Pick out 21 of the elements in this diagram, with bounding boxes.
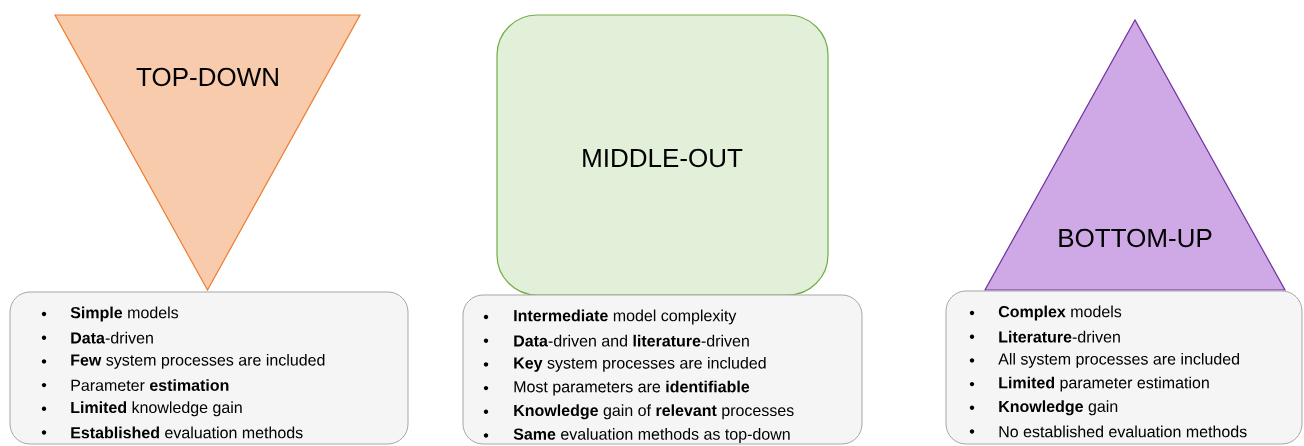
bullet-item: Most parameters are identifiable bbox=[514, 380, 750, 396]
bullet-item: Data-driven and literature-driven bbox=[514, 334, 749, 347]
bullet-item: Limited parameter estimation bbox=[999, 376, 1209, 392]
bullet-item: Key system processes are included bbox=[514, 356, 766, 372]
shape-label: TOP-DOWN bbox=[136, 67, 278, 87]
bullet-item: Simple models bbox=[70, 306, 179, 322]
shape-label: BOTTOM-UP bbox=[1059, 228, 1212, 248]
bullet-item: Data-driven bbox=[71, 331, 153, 344]
bullet-item: Established evaluation methods bbox=[71, 426, 303, 439]
bullet-item: Same evaluation methods as top-down bbox=[513, 428, 790, 443]
bullet-item: Knowledge gain of relevant processes bbox=[514, 404, 794, 420]
shape-label: MIDDLE-OUT bbox=[583, 148, 743, 168]
bullet-item: Literature-driven bbox=[999, 330, 1120, 343]
bullet-item: Few system processes are included bbox=[71, 353, 325, 369]
bullet-item: Intermediate model complexity bbox=[514, 309, 737, 325]
bullet-item: No established evaluation methods bbox=[999, 425, 1247, 438]
bullet-item: Knowledge gain bbox=[999, 400, 1118, 416]
bullet-item: Limited knowledge gain bbox=[71, 401, 242, 417]
bullet-item: Complex models bbox=[998, 305, 1122, 321]
bullet-item: Parameter estimation bbox=[71, 379, 229, 391]
bullet-item: All system processes are included bbox=[998, 352, 1239, 368]
